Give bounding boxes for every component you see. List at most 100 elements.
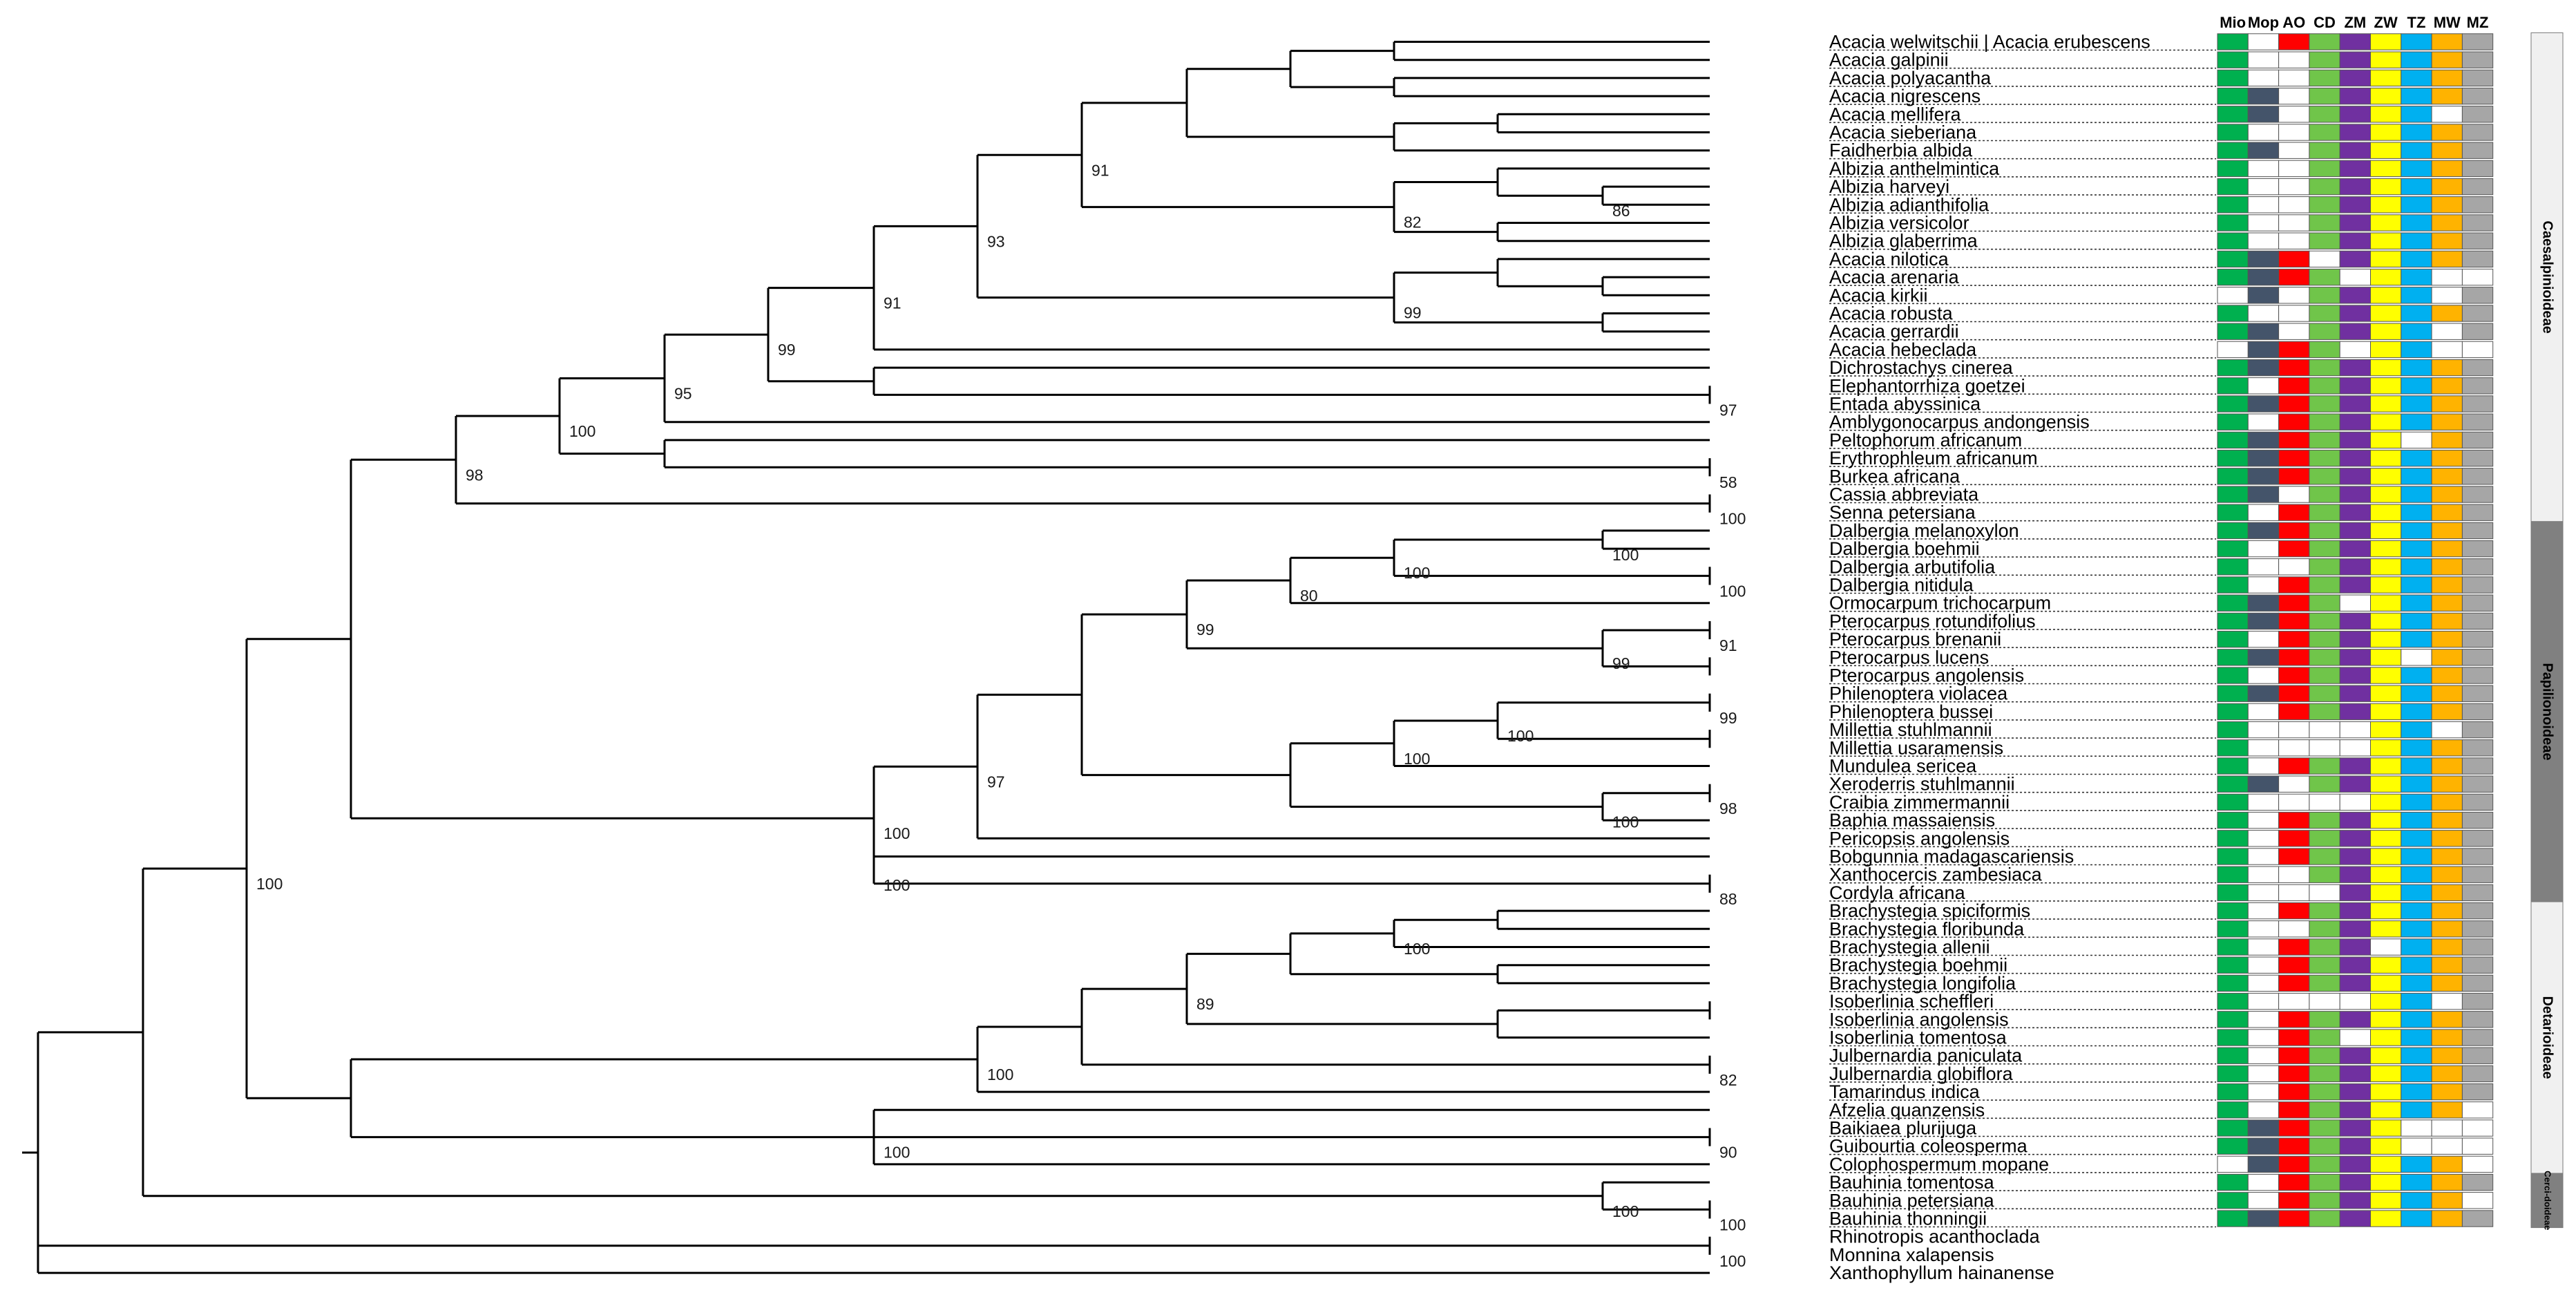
support-value: 86 <box>1612 202 1630 220</box>
trait-cell <box>2217 576 2249 594</box>
trait-cell <box>2247 1101 2280 1119</box>
taxon-label: Acacia arenaria <box>1829 267 1960 287</box>
trait-cell <box>2339 449 2371 467</box>
trait-cell <box>2461 1137 2494 1155</box>
trait-cell <box>2309 793 2340 811</box>
trait-cell <box>2370 1011 2402 1028</box>
taxon-label: Bauhinia tomentosa <box>1829 1172 1995 1193</box>
trait-cell <box>2278 486 2310 503</box>
trait-cell <box>2339 612 2371 630</box>
taxon-label: Dalbergia melanoxylon <box>1829 520 2019 541</box>
subfamily-band <box>2530 1173 2564 1229</box>
taxon-label: Isoberlinia angolensis <box>1829 1009 2009 1030</box>
trait-cell <box>2370 884 2402 902</box>
trait-cell <box>2217 468 2249 485</box>
trait-cell <box>2278 449 2310 467</box>
column-header: MW <box>2434 14 2461 31</box>
taxon-label: Senna petersiana <box>1829 502 1976 523</box>
trait-cell <box>2431 377 2463 395</box>
trait-cell <box>2217 323 2249 340</box>
trait-cell <box>2370 703 2402 721</box>
support-value: 82 <box>1719 1071 1737 1089</box>
trait-cell <box>2217 124 2249 141</box>
trait-cell <box>2370 992 2402 1010</box>
trait-cell <box>2339 504 2371 521</box>
trait-cell <box>2309 667 2340 684</box>
trait-cell <box>2309 612 2340 630</box>
trait-cell <box>2217 232 2249 249</box>
trait-cell <box>2431 612 2463 630</box>
trait-cell <box>2431 250 2463 268</box>
trait-cell <box>2461 287 2494 304</box>
trait-cell <box>2247 630 2280 648</box>
trait-cell <box>2278 69 2310 87</box>
trait-cell <box>2431 667 2463 684</box>
trait-cell <box>2247 359 2280 377</box>
column-header: MZ <box>2467 14 2489 31</box>
trait-cell <box>2278 920 2310 938</box>
trait-cell <box>2370 721 2402 739</box>
trait-cell <box>2247 323 2280 340</box>
trait-cell <box>2247 1065 2280 1083</box>
trait-cell <box>2431 214 2463 231</box>
taxon-label: Brachystegia spiciformis <box>1829 900 2030 921</box>
trait-cell <box>2370 522 2402 540</box>
taxon-label: Isoberlinia scheffleri <box>1829 991 1994 1012</box>
trait-cell <box>2370 1155 2402 1173</box>
trait-cell <box>2339 667 2371 684</box>
taxon-label: Albizia versicolor <box>1829 213 1969 234</box>
trait-cell <box>2431 449 2463 467</box>
trait-cell <box>2217 1101 2249 1119</box>
trait-cell <box>2401 69 2432 87</box>
taxon-label: Entada abyssinica <box>1829 394 1981 415</box>
trait-cell <box>2461 413 2494 430</box>
support-value: 99 <box>778 341 796 359</box>
trait-cell <box>2339 793 2371 811</box>
trait-cell <box>2461 1101 2494 1119</box>
trait-cell <box>2247 848 2280 865</box>
trait-cell <box>2401 902 2432 920</box>
trait-cell <box>2431 341 2463 359</box>
trait-cell <box>2247 1192 2280 1209</box>
trait-cell <box>2217 214 2249 231</box>
trait-cell <box>2278 1173 2310 1191</box>
trait-cell <box>2278 793 2310 811</box>
taxon-label: Acacia galpinii <box>1829 50 1949 70</box>
trait-cell <box>2217 504 2249 521</box>
trait-cell <box>2309 305 2340 322</box>
trait-cell <box>2401 449 2432 467</box>
trait-cell <box>2309 757 2340 775</box>
trait-cell <box>2217 703 2249 721</box>
trait-cell <box>2370 1029 2402 1046</box>
trait-cell <box>2401 124 2432 141</box>
taxon-label: Pterocarpus lucens <box>1829 647 1989 668</box>
trait-cell <box>2461 558 2494 576</box>
trait-cell <box>2461 884 2494 902</box>
trait-cell <box>2461 214 2494 231</box>
trait-cell <box>2401 1192 2432 1209</box>
trait-cell <box>2461 703 2494 721</box>
trait-cell <box>2247 106 2280 123</box>
taxon-label: Guibourtia coleosperma <box>1829 1136 2028 1157</box>
taxon-label: Acacia nigrescens <box>1829 86 1981 106</box>
trait-cell <box>2461 468 2494 485</box>
trait-cell <box>2278 576 2310 594</box>
subfamily-band <box>2530 521 2564 902</box>
trait-cell <box>2339 232 2371 249</box>
support-value: 100 <box>1719 1215 1746 1233</box>
trait-cell <box>2461 305 2494 322</box>
trait-cell <box>2278 884 2310 902</box>
trait-cell <box>2339 775 2371 793</box>
trait-cell <box>2339 1011 2371 1028</box>
trait-cell <box>2217 775 2249 793</box>
trait-cell <box>2309 956 2340 974</box>
trait-cell <box>2431 1047 2463 1064</box>
trait-cell <box>2370 920 2402 938</box>
trait-cell <box>2247 739 2280 757</box>
trait-cell <box>2309 87 2340 105</box>
taxon-label: Burkea africana <box>1829 466 1960 486</box>
trait-cell <box>2431 558 2463 576</box>
trait-cell <box>2217 377 2249 395</box>
trait-cell <box>2401 956 2432 974</box>
trait-cell <box>2247 468 2280 485</box>
